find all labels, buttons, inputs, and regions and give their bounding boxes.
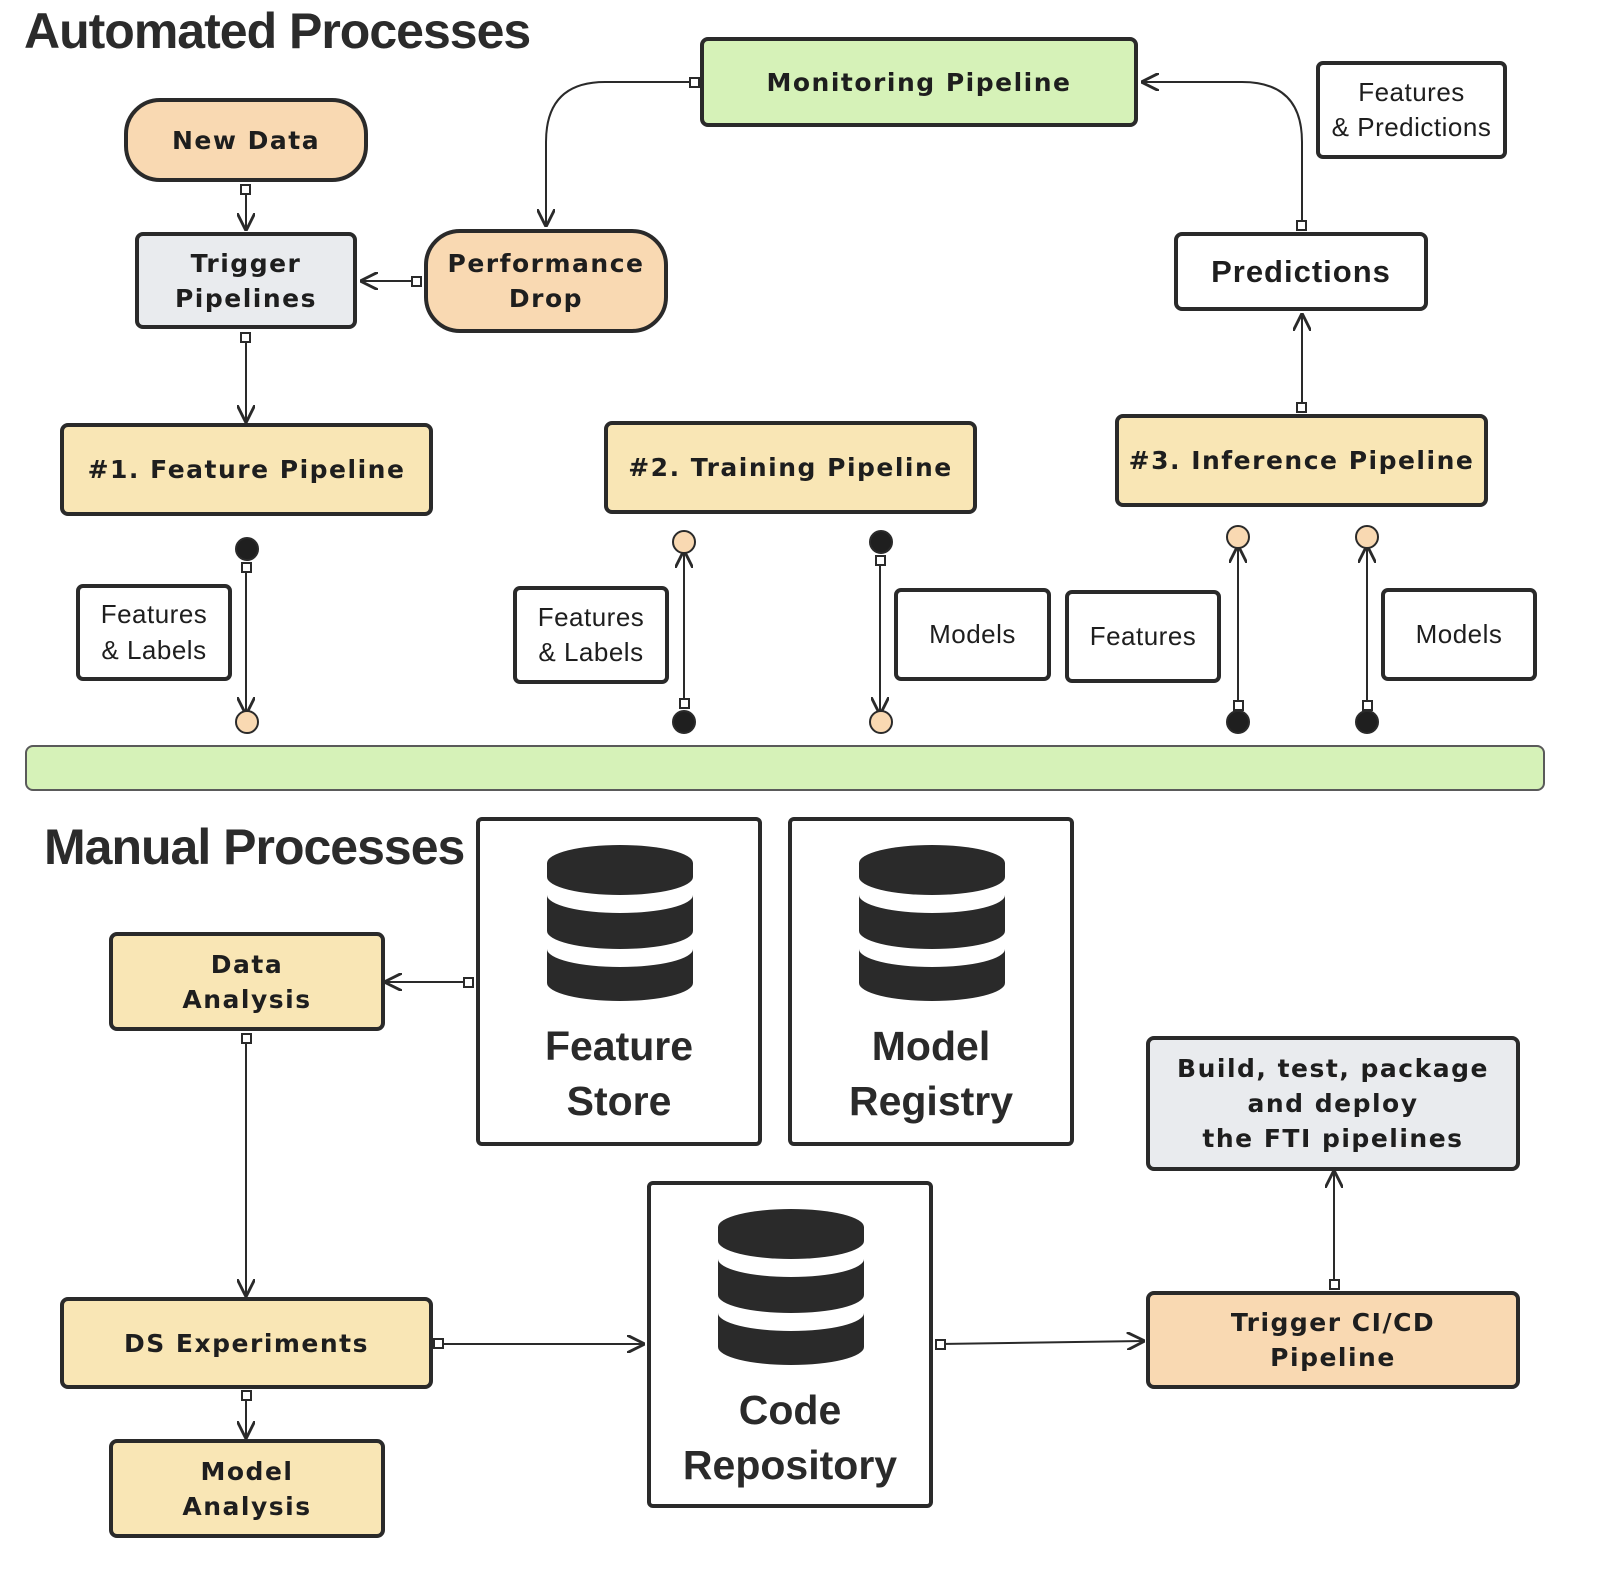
trigger-pipelines-node[interactable]: Trigger Pipelines	[135, 232, 357, 329]
edge-predictions-monitoring	[1143, 82, 1303, 225]
database-icon	[718, 1209, 864, 1365]
feature-store-node[interactable]: Feature Store	[476, 817, 762, 1146]
model-registry-label: Model Registry	[848, 1023, 1014, 1125]
inference-models-label: Models	[1381, 588, 1537, 681]
inference-pipeline-node[interactable]: #3. Inference Pipeline	[1115, 414, 1488, 507]
ds-experiments-node[interactable]: DS Experiments	[60, 1297, 433, 1389]
edge-code-cicd	[939, 1341, 1143, 1344]
database-icon	[547, 845, 693, 1001]
database-icon	[859, 845, 1005, 1001]
performance-drop-node[interactable]: Performance Drop	[424, 229, 668, 333]
connector-ports	[240, 77, 1373, 1401]
inference-features-label: Features	[1065, 590, 1221, 683]
automated-processes-title: Automated Processes	[24, 3, 531, 59]
model-analysis-node[interactable]: Model Analysis	[109, 1439, 385, 1538]
edge-monitoring-perfdrop	[546, 81, 694, 225]
training-pipeline-node[interactable]: #2. Training Pipeline	[604, 421, 977, 514]
training-pipeline-output-label: Models	[894, 588, 1051, 681]
data-analysis-node[interactable]: Data Analysis	[109, 932, 385, 1031]
predictions-node[interactable]: Predictions	[1174, 232, 1428, 311]
new-data-node[interactable]: New Data	[124, 98, 368, 182]
code-repository-node[interactable]: Code Repository	[647, 1181, 933, 1508]
shared-storage-bar	[25, 745, 1545, 791]
model-registry-node[interactable]: Model Registry	[788, 817, 1074, 1146]
features-predictions-label: Features & Predictions	[1316, 61, 1507, 159]
code-repository-label: Code Repository	[682, 1387, 898, 1489]
connector-endpoints	[235, 525, 1379, 734]
trigger-cicd-node[interactable]: Trigger CI/CD Pipeline	[1146, 1291, 1520, 1389]
training-pipeline-input-label: Features & Labels	[513, 586, 669, 684]
feature-pipeline-node[interactable]: #1. Feature Pipeline	[60, 423, 433, 516]
build-test-deploy-node[interactable]: Build, test, package and deploy the FTI …	[1146, 1036, 1520, 1171]
monitoring-pipeline-node[interactable]: Monitoring Pipeline	[700, 37, 1138, 127]
manual-processes-title: Manual Processes	[44, 819, 465, 875]
feature-pipeline-io-label: Features & Labels	[76, 584, 232, 681]
feature-store-label: Feature Store	[544, 1023, 694, 1125]
